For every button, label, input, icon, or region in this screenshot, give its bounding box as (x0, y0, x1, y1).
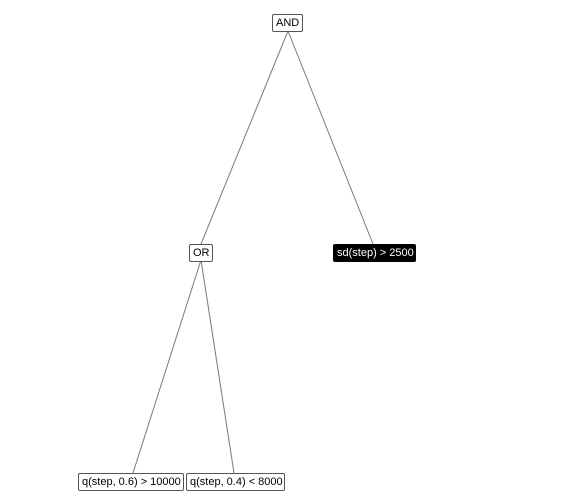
edge-or-q6 (132, 259, 202, 474)
quantile-06-condition-node: q(step, 0.6) > 10000 (78, 473, 184, 491)
sd-condition-node: sd(step) > 2500 (333, 244, 416, 262)
and-node: AND (272, 14, 303, 32)
edge-and-or (200, 30, 289, 245)
edge-or-q4 (200, 259, 235, 474)
or-node: OR (189, 244, 213, 262)
quantile-04-condition-node: q(step, 0.4) < 8000 (186, 473, 285, 491)
edge-and-sd (287, 30, 374, 245)
